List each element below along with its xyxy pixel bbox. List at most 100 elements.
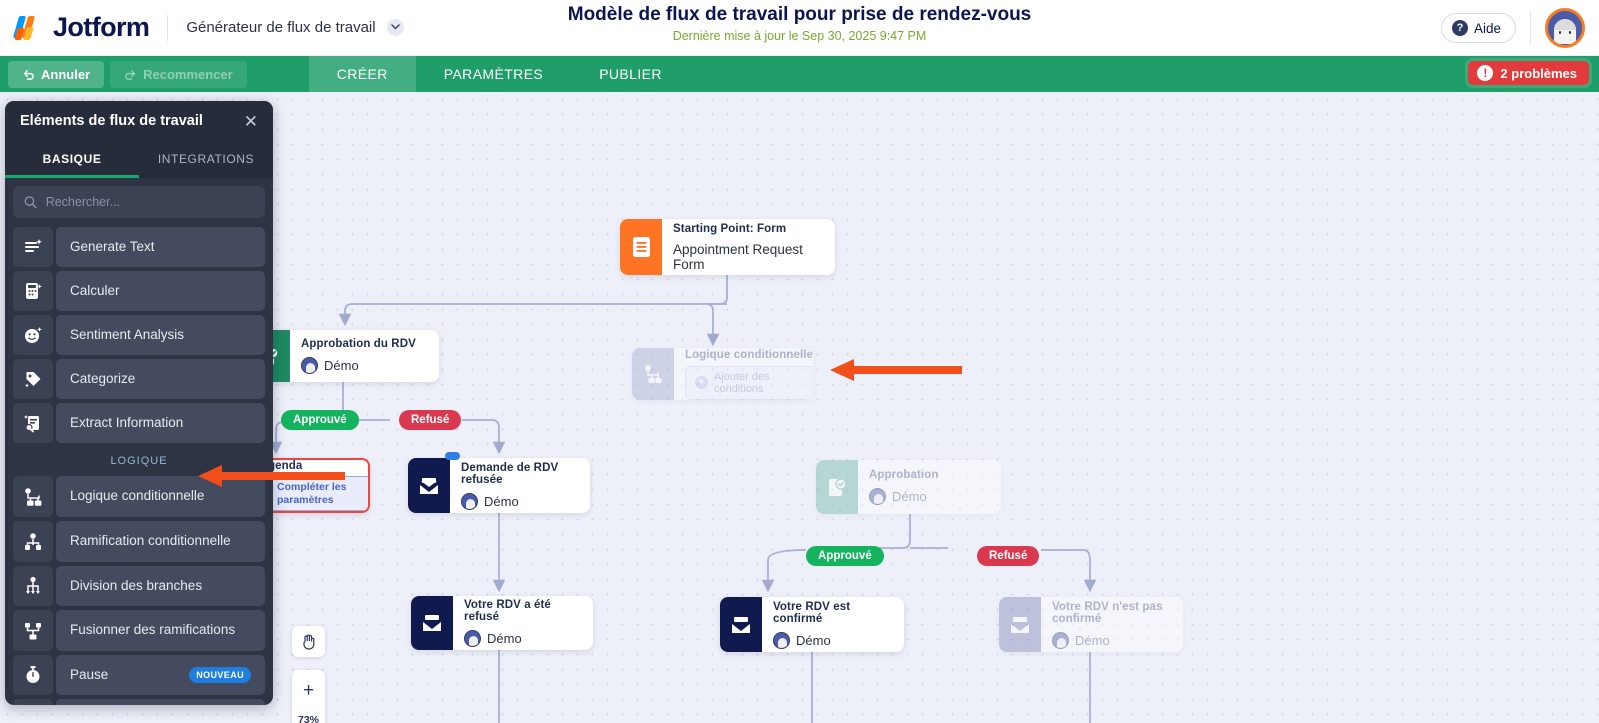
panel-item-label: Generate Text [56,227,265,267]
node-title: genda [268,460,303,473]
panel-item-sentiment-analysis[interactable]: Sentiment Analysis [13,315,265,355]
node-rdv-refusee[interactable]: Demande de RDV refusée Démo [408,458,590,513]
node-starting-point[interactable]: Starting Point: Form Appointment Request… [620,219,835,275]
panel-item-calculer[interactable]: Calculer [13,271,265,311]
node-title: Votre RDV a été refusé [464,599,551,623]
panel-item-generate-text[interactable]: Generate Text [13,227,265,267]
avatar [869,488,886,505]
node-rdv-est-confirme[interactable]: Votre RDV est confirmé Démo [720,597,904,652]
panel-item-logique-conditionnelle[interactable]: Logique conditionnelle [13,476,265,517]
help-button[interactable]: ? Aide [1440,13,1516,43]
avatar[interactable] [1545,8,1585,48]
brand-name: Jotform [53,12,150,42]
node-approbation[interactable]: Approbation Démo [816,460,1001,514]
search-icon [24,196,37,209]
top-header: Jotform Générateur de flux de travail Mo… [0,0,1599,56]
edge-label-approved-2: Approuvé [806,546,884,566]
panel-item-ramification-conditionnelle[interactable]: Ramification conditionnelle [13,521,265,562]
undo-label: Annuler [41,66,91,82]
tab-creer-label: CRÉER [336,66,388,82]
end-icon [13,699,53,705]
product-switcher[interactable]: Générateur de flux de travail [186,18,405,37]
node-subtitle: Démo [796,632,831,648]
panel-item-label: Calculer [56,271,265,311]
form-icon [620,219,662,275]
avatar [301,357,318,374]
zoom-in-button[interactable]: + [302,680,315,701]
add-conditions-button[interactable]: + Ajouter des conditions [685,365,813,400]
panel-group-label: LOGIQUE [110,455,168,467]
node-title: Votre RDV n'est pas confirmé [1052,600,1163,625]
node-body: Votre RDV n'est pas confirmé Démo [1041,597,1183,652]
main-tabs: CRÉER PARAMÈTRES PUBLIER [308,56,690,92]
panel-item-fusionner-des-ramifications[interactable]: Fusionner des ramifications [13,610,265,651]
header-divider [167,14,169,41]
node-subtitle: Démo [892,489,927,504]
undo-button[interactable]: Annuler [8,60,105,88]
zoom-controls: + 73% − [292,670,325,723]
avatar [773,631,790,649]
add-conditions-label: Ajouter des conditions [714,370,770,395]
node-body: Starting Point: Form Appointment Request… [662,219,835,275]
panel-item-division-des-branches[interactable]: Division des branches [13,566,265,606]
tab-integrations[interactable]: INTEGRATIONS [139,141,273,178]
node-approval-rdv[interactable]: Approbation du RDV Démo [248,330,439,382]
tab-publier[interactable]: PUBLIER [571,56,690,92]
node-body: genda Compléter les paramètres [257,460,368,511]
pan-tool-button[interactable] [292,626,325,657]
problems-label: 2 problèmes [1500,65,1577,81]
split-branch-icon [13,566,53,606]
complete-settings-button[interactable]: Compléter les paramètres [268,476,368,511]
panel-item-label: Pause NOUVEAU [56,655,265,695]
node-title: Approbation du RDV [301,338,416,350]
panel-item-extract-information[interactable]: Extract Information [13,403,265,443]
node-rdv-nest-pas-confirme[interactable]: Votre RDV n'est pas confirmé Démo [999,597,1183,652]
panel-item-fin[interactable]: Fin [13,699,265,705]
extract-icon [13,403,53,443]
tab-creer[interactable]: CRÉER [308,56,416,92]
panel-item-pause[interactable]: Pause NOUVEAU [13,655,265,695]
new-badge: NOUVEAU [189,666,251,684]
panel-content: Generate Text Calculer Sentiment Analysi… [5,178,273,705]
node-status-dot [445,452,460,460]
panel-item-label: Fusionner des ramifications [56,610,265,651]
conditional-branch-icon [13,521,53,562]
node-body: Votre RDV est confirmé Démo [762,597,904,652]
calculate-icon [13,271,53,311]
search-input[interactable] [45,195,254,209]
email-icon [720,597,762,652]
search-box[interactable] [13,186,265,218]
sentiment-icon [13,315,53,355]
redo-icon [125,69,136,80]
node-title: Votre RDV est confirmé [773,600,851,625]
brand-logo[interactable]: Jotform [0,12,150,43]
approval-icon [816,460,858,514]
avatar [464,630,481,647]
problems-badge[interactable]: ! 2 problèmes [1468,61,1589,85]
tab-integrations-label: INTEGRATIONS [157,152,255,166]
email-icon [408,458,450,513]
panel-item-label: Division des branches [56,566,265,606]
tab-publier-label: PUBLIER [599,66,662,82]
tab-basique[interactable]: BASIQUE [5,141,139,178]
panel-item-categorize[interactable]: Categorize [13,359,265,399]
node-rdv-a-ete-refuse[interactable]: Votre RDV a été refusé Démo [411,596,593,650]
panel-tabs: BASIQUE INTEGRATIONS [5,141,273,178]
question-mark-icon: ? [1451,20,1468,36]
node-conditional-logic[interactable]: Logique conditionnelle + Ajouter des con… [632,348,813,400]
node-body: Demande de RDV refusée Démo [450,458,590,513]
tab-basique-label: BASIQUE [42,152,102,166]
redo-button[interactable]: Recommencer [110,60,247,88]
node-title: Demande de RDV refusée [461,461,559,486]
edge-label-refused-1: Refusé [399,410,462,430]
close-icon[interactable]: ✕ [243,111,258,131]
avatar-face [1554,19,1576,44]
merge-branch-icon [13,610,53,651]
node-subtitle-row: Démo [464,630,579,647]
tab-parametres[interactable]: PARAMÈTRES [416,56,571,92]
panel-item-text: Pause [70,666,109,682]
email-icon [999,597,1041,652]
chevron-down-icon[interactable] [387,18,405,36]
node-subtitle: Démo [1075,632,1110,648]
alert-icon: ! [1477,65,1494,81]
